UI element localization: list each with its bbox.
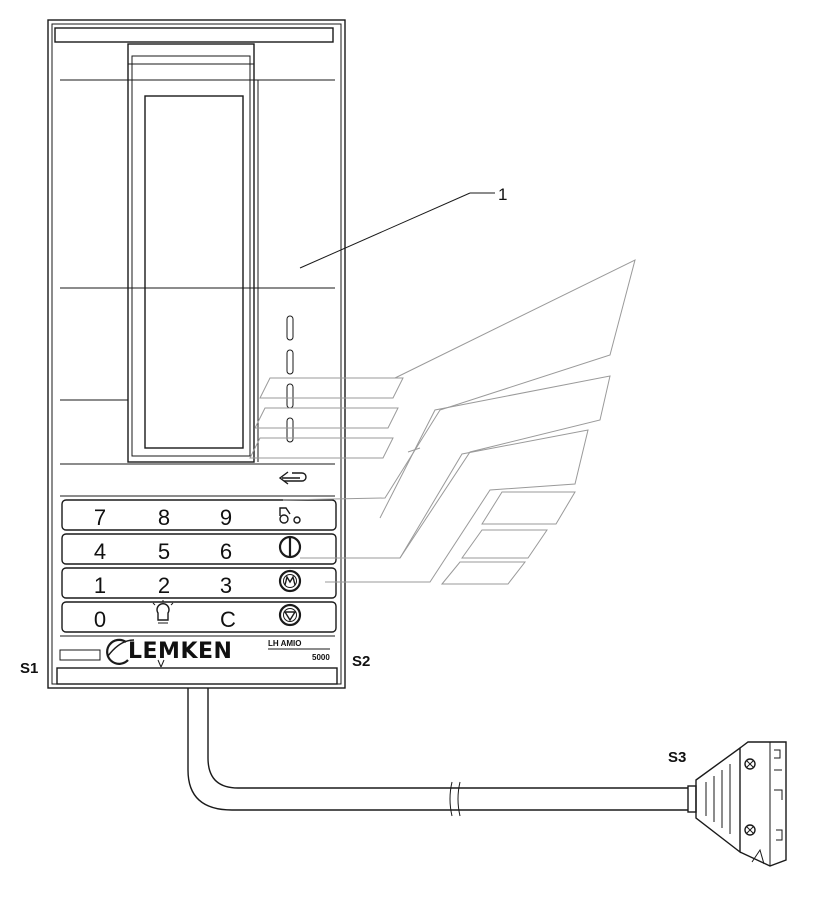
keypad-row-3: [61, 567, 337, 599]
brand-name: LEMKEN: [128, 639, 232, 664]
model-code: 5000: [312, 653, 330, 662]
keypad-row-1: [61, 499, 337, 531]
light-bulb-icon[interactable]: [152, 600, 174, 624]
key-6[interactable]: 6: [220, 539, 232, 564]
enter-arrow-icon: [278, 471, 307, 485]
indicator-slot: [286, 383, 294, 409]
down-triangle-icon[interactable]: [278, 603, 302, 627]
brand-strip: LEMKEN LH AMIO 5000: [59, 635, 335, 668]
model-label: LH AMIO: [268, 639, 301, 648]
ghost-overlay: [249, 259, 636, 585]
lemken-logo-icon: [106, 638, 135, 665]
key-8[interactable]: 8: [158, 505, 170, 530]
key-0[interactable]: 0: [94, 607, 106, 632]
indicator-slot: [286, 417, 294, 443]
indicator-slots: [286, 315, 294, 443]
d-sub-connector-icon: [687, 741, 787, 867]
key-7[interactable]: 7: [94, 505, 106, 530]
callout-s1: S1: [20, 660, 38, 677]
display-window: [127, 43, 259, 463]
part-number: 1: [498, 185, 507, 204]
keypad-row-2: [61, 533, 337, 565]
key-2[interactable]: 2: [158, 573, 170, 598]
screw-top-icon: [744, 758, 756, 770]
screw-bottom-icon: [744, 824, 756, 836]
cable: [187, 688, 688, 817]
callout-s2: S2: [352, 653, 370, 670]
keypad-row-4: [61, 601, 337, 633]
tractor-implement-icon[interactable]: [279, 507, 301, 524]
motor-icon[interactable]: [278, 569, 302, 593]
key-4[interactable]: 4: [94, 539, 106, 564]
key-5[interactable]: 5: [158, 539, 170, 564]
part-callout: 1: [299, 185, 507, 269]
terminal-housing: [47, 19, 346, 689]
keypad: 7 8 9 4 5 6 1 2 3 0: [61, 499, 337, 633]
indicator-slot: [286, 349, 294, 375]
key-1[interactable]: 1: [94, 573, 106, 598]
indicator-slot: [286, 315, 294, 341]
key-9[interactable]: 9: [220, 505, 232, 530]
enter-key-row: [60, 463, 335, 497]
key-3[interactable]: 3: [220, 573, 232, 598]
power-icon[interactable]: [278, 535, 302, 559]
key-c[interactable]: C: [220, 607, 236, 632]
callout-s3: S3: [668, 749, 686, 766]
